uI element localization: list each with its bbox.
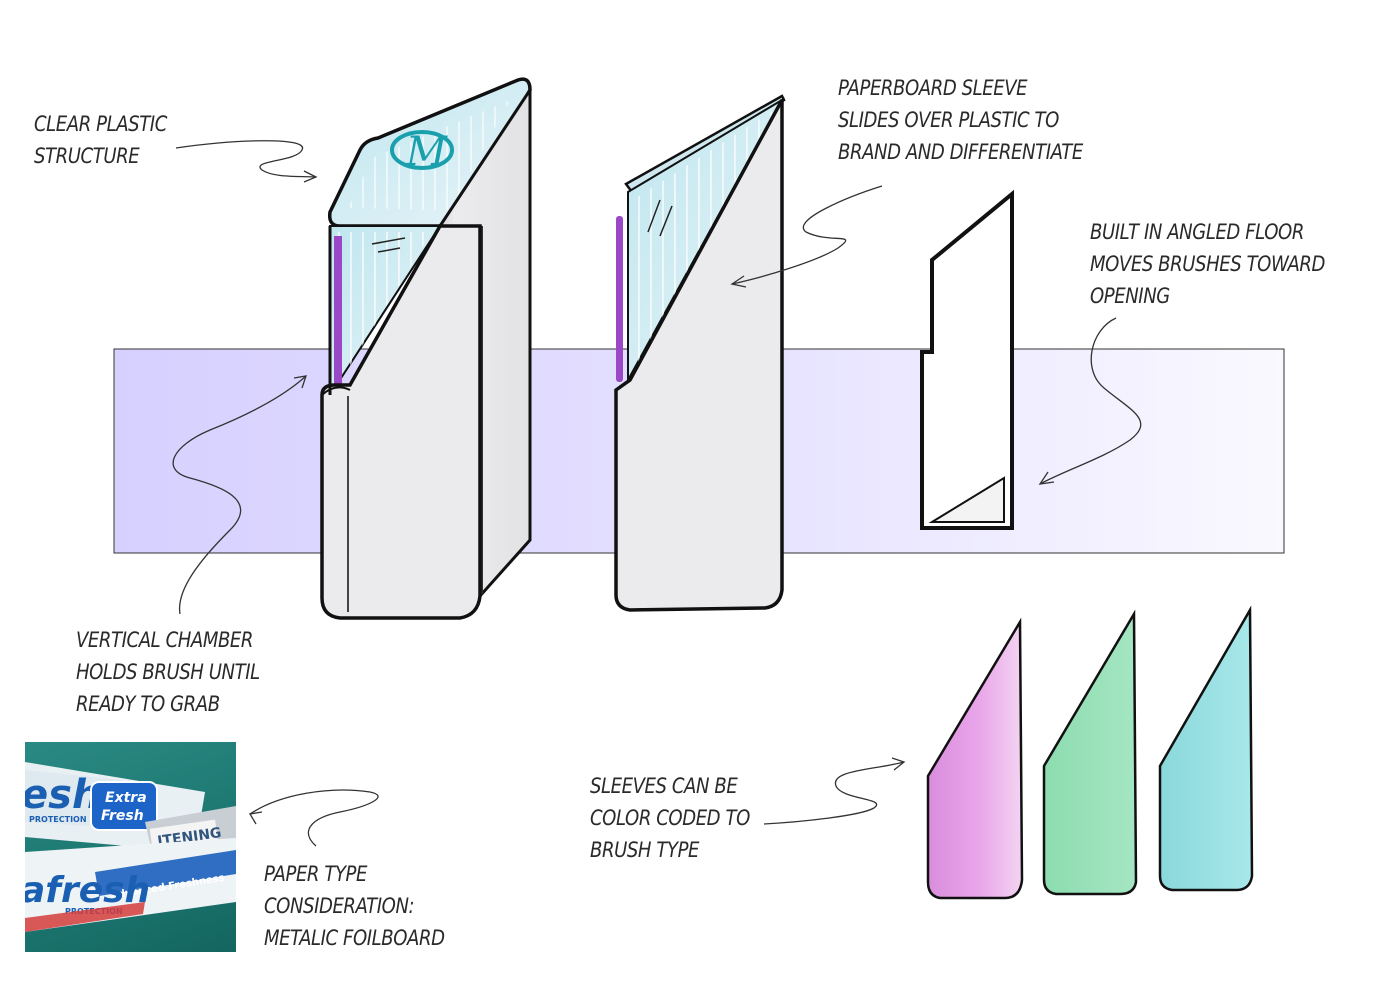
note-vertical-chamber: VERTICAL CHAMBER HOLDS BRUSH UNTIL READY… [76, 624, 260, 720]
note-line: HOLDS BRUSH UNTIL [76, 660, 260, 684]
foilboard-photo: esh PROTECTION Extra Fresh ITENING Advan… [25, 742, 236, 952]
note-line: PAPERBOARD SLEEVE [838, 76, 1028, 100]
photo-fresh: Fresh [101, 808, 144, 824]
note-line: OPENING [1090, 284, 1170, 308]
note-line: COLOR CODED TO [590, 806, 750, 830]
note-line: VERTICAL CHAMBER [76, 628, 254, 652]
vertical-chamber [334, 236, 342, 386]
note-line: CONSIDERATION: [264, 894, 415, 918]
note-line: SLEEVES CAN BE [590, 774, 738, 798]
note-line: BRUSH TYPE [590, 838, 700, 862]
note-line: BRAND AND DIFFERENTIATE [838, 140, 1083, 164]
paperboard-sleeve [614, 94, 786, 612]
note-angled-floor: BUILT IN ANGLED FLOOR MOVES BRUSHES TOWA… [1090, 216, 1325, 312]
note-line: METALIC FOILBOARD [264, 926, 445, 950]
note-line: PAPER TYPE [264, 862, 368, 886]
note-line: READY TO GRAB [76, 692, 220, 716]
note-line: SLIDES OVER PLASTIC TO [838, 108, 1059, 132]
sleeve-green [1042, 609, 1138, 896]
floor-cross-section [920, 189, 1014, 530]
brand-logo: M [405, 129, 448, 175]
note-line: MOVES BRUSHES TOWARD [1090, 252, 1326, 276]
photo-extra: Extra [105, 790, 147, 806]
plastic-structure: M [320, 77, 532, 620]
photo-protection-top: PROTECTION [29, 815, 87, 824]
sleeve-cyan [1158, 605, 1254, 892]
note-paper-type: PAPER TYPE CONSIDERATION: METALIC FOILBO… [264, 858, 445, 954]
note-line: STRUCTURE [34, 144, 140, 168]
sleeve-pink [926, 617, 1024, 900]
sleeve-chamber [616, 216, 623, 382]
note-clear-plastic: CLEAR PLASTIC STRUCTURE [34, 108, 167, 172]
photo-brand-top: esh [25, 772, 100, 818]
note-line: BUILT IN ANGLED FLOOR [1090, 220, 1304, 244]
note-color-coded: SLEEVES CAN BE COLOR CODED TO BRUSH TYPE [590, 770, 750, 866]
annotation-arrows [172, 140, 1142, 847]
note-line: CLEAR PLASTIC [34, 112, 167, 136]
note-paperboard-sleeve: PAPERBOARD SLEEVE SLIDES OVER PLASTIC TO… [838, 72, 1083, 168]
